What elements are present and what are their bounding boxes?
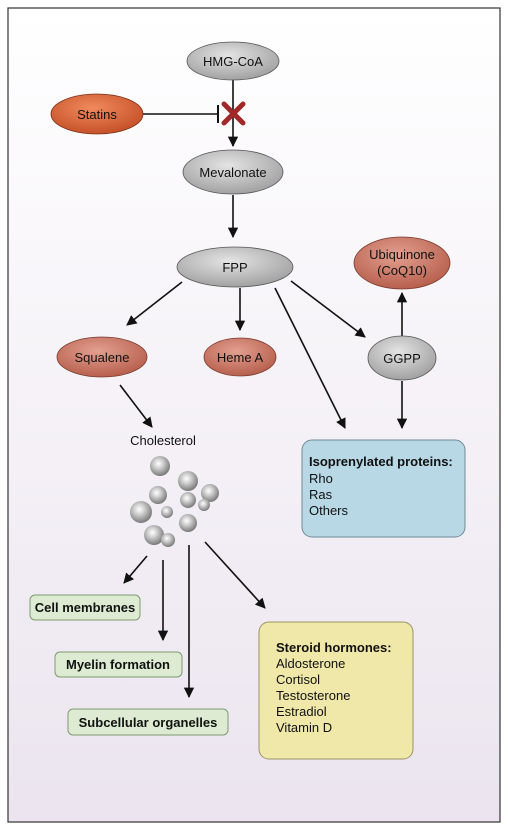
cholesterol-droplet bbox=[130, 501, 152, 523]
pathway-arrows bbox=[119, 80, 408, 699]
isoprenylated-proteins-box: Isoprenylated proteins: Rho Ras Others bbox=[301, 439, 466, 538]
arrow-fpp-squalene bbox=[126, 281, 183, 326]
steroid-hormone-item: Estradiol bbox=[276, 704, 327, 719]
cholesterol-droplet bbox=[161, 506, 173, 518]
node-fpp: FPP bbox=[176, 246, 294, 288]
arrow-fpp-ggpp bbox=[290, 280, 366, 338]
node-heme-a-label: Heme A bbox=[217, 350, 264, 365]
node-mevalonate-label: Mevalonate bbox=[199, 165, 266, 180]
subcellular-organelles-label: Subcellular organelles bbox=[79, 715, 218, 730]
cholesterol-droplet bbox=[144, 525, 164, 545]
arrow-squalene-cholesterol bbox=[119, 384, 153, 428]
node-squalene-label: Squalene bbox=[75, 350, 130, 365]
cell-membranes-box: Cell membranes bbox=[29, 594, 141, 621]
node-statins: Statins bbox=[50, 93, 144, 135]
steroid-hormone-item: Vitamin D bbox=[276, 720, 332, 735]
cholesterol-droplet bbox=[201, 484, 219, 502]
node-hmg-coa-label: HMG-CoA bbox=[203, 54, 263, 69]
arrow-fpp-isoprenylated bbox=[274, 287, 346, 429]
steroid-hormones-box: Steroid hormones: Aldosterone Cortisol T… bbox=[258, 621, 414, 760]
steroid-hormone-item: Cortisol bbox=[276, 672, 320, 687]
cholesterol-droplet bbox=[180, 492, 196, 508]
cholesterol-droplet bbox=[179, 514, 197, 532]
steroid-hormone-item: Aldosterone bbox=[276, 656, 345, 671]
arrow-cholesterol-steroid bbox=[204, 541, 266, 609]
node-cholesterol-label: Cholesterol bbox=[130, 433, 196, 448]
node-ubiquinone-label-line2: (CoQ10) bbox=[377, 263, 427, 278]
myelin-formation-box: Myelin formation bbox=[54, 651, 183, 678]
isoprenylated-protein-item: Rho bbox=[309, 471, 333, 486]
node-squalene: Squalene bbox=[56, 336, 148, 378]
myelin-formation-label: Myelin formation bbox=[66, 657, 170, 672]
node-hmg-coa: HMG-CoA bbox=[186, 41, 280, 81]
node-fpp-label: FPP bbox=[222, 260, 247, 275]
cholesterol-droplet bbox=[149, 486, 167, 504]
diagram-frame bbox=[7, 7, 501, 823]
isoprenylated-proteins-title: Isoprenylated proteins: bbox=[309, 454, 453, 469]
node-ggpp: GGPP bbox=[367, 335, 437, 381]
cholesterol-droplet bbox=[161, 533, 175, 547]
node-ubiquinone-label-line1: Ubiquinone bbox=[369, 247, 435, 262]
cholesterol-droplet bbox=[150, 456, 170, 476]
cholesterol-droplet bbox=[198, 499, 210, 511]
cholesterol-droplets bbox=[130, 456, 219, 547]
node-ggpp-label: GGPP bbox=[383, 351, 421, 366]
node-mevalonate: Mevalonate bbox=[182, 149, 284, 195]
isoprenylated-protein-item: Others bbox=[309, 503, 349, 518]
inhibition-x-mark bbox=[221, 101, 246, 126]
subcellular-organelles-box: Subcellular organelles bbox=[67, 708, 229, 736]
node-statins-label: Statins bbox=[77, 107, 117, 122]
steroid-hormones-title: Steroid hormones: bbox=[276, 640, 392, 655]
arrow-cholesterol-cell-membranes bbox=[123, 555, 148, 584]
cell-membranes-label: Cell membranes bbox=[35, 600, 135, 615]
steroid-hormone-item: Testosterone bbox=[276, 688, 350, 703]
isoprenylated-protein-item: Ras bbox=[309, 487, 333, 502]
node-ubiquinone: Ubiquinone (CoQ10) bbox=[353, 236, 451, 290]
node-heme-a: Heme A bbox=[203, 337, 277, 377]
cholesterol-droplet bbox=[178, 471, 198, 491]
